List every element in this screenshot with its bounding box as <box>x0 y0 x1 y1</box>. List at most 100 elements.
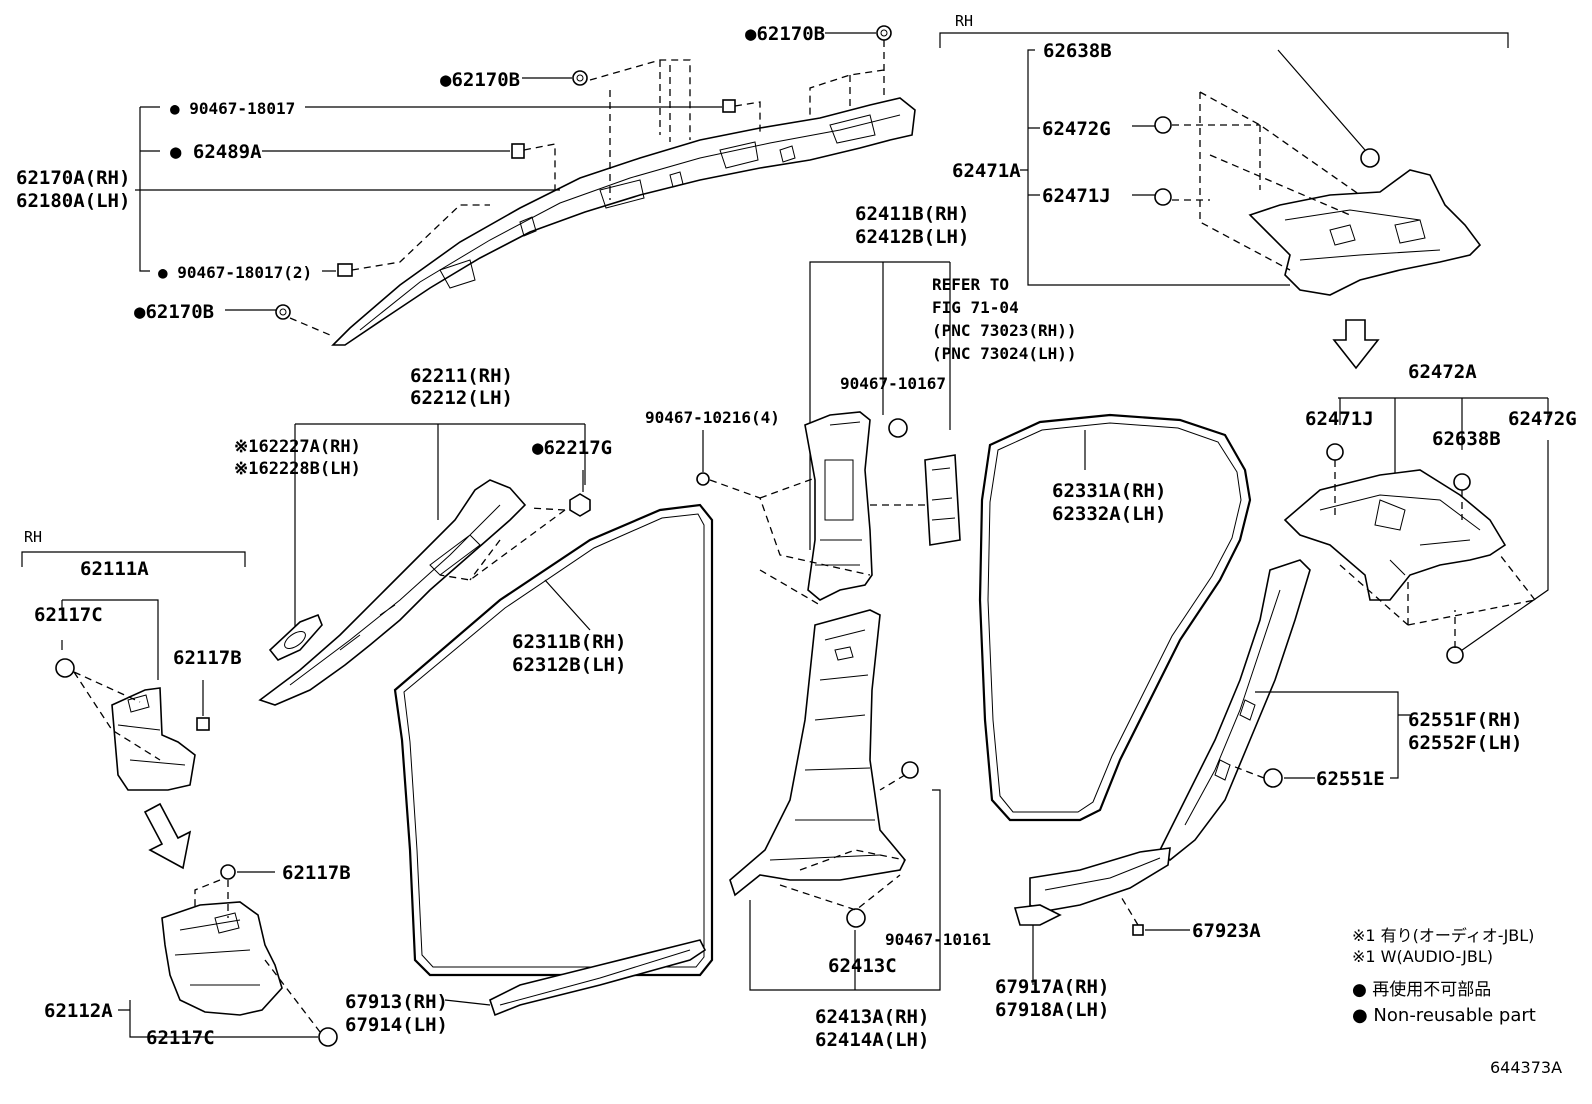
label-67913-RH: 67913(RH) <box>345 991 448 1013</box>
quarter-lower-trim-62551F <box>1159 559 1410 862</box>
clip-62471J-b <box>1326 443 1344 461</box>
clip-62472G-b <box>1446 646 1464 664</box>
clip-90467-10216 <box>696 472 710 486</box>
front-door-weatherstrip <box>393 503 714 977</box>
roof-side-garnish <box>331 97 916 346</box>
rear-door-weatherstrip <box>978 413 1252 822</box>
label-62111A: 62111A <box>80 558 149 580</box>
legend-nonreusable-ja: ● 再使用不可部品 <box>1352 979 1491 1000</box>
center-pillar-assembly <box>696 261 961 991</box>
label-62412B-LH: 62412B(LH) <box>855 226 969 248</box>
label-62227A-RH: ※162227A(RH) <box>234 437 361 457</box>
clip-62170B-mid <box>572 70 588 86</box>
rh-bracket-left <box>21 551 246 567</box>
label-62212-LH: 62212(LH) <box>410 387 513 409</box>
label-62638B-b: 62638B <box>1432 428 1501 450</box>
label-62472G-top: 62472G <box>1042 118 1111 140</box>
label-62414A-LH: 62414A(LH) <box>815 1029 929 1051</box>
clip-62551E <box>1263 768 1283 788</box>
legend-note1-ja: ※1 有り(オーディオ-JBL) <box>1352 926 1534 945</box>
clip-67923A <box>1132 924 1144 936</box>
label-62413A-RH: 62413A(RH) <box>815 1006 929 1028</box>
arrow-down <box>143 802 192 870</box>
label-62552F-LH: 62552F(LH) <box>1408 732 1522 754</box>
label-62217G: ●62217G <box>532 437 612 459</box>
label-62471J-b: 62471J <box>1305 408 1374 430</box>
roof-side-garnish-assembly <box>135 25 916 346</box>
arrow-down-right <box>1332 319 1380 370</box>
label-rh-left: RH <box>24 528 42 546</box>
cowl-side-trim-assembly <box>21 551 338 1047</box>
figure-code: 644373A <box>1490 1058 1562 1077</box>
label-62471J-top: 62471J <box>1042 185 1111 207</box>
label-62117B-a: 62117B <box>173 647 242 669</box>
label-62332A-LH: 62332A(LH) <box>1052 503 1166 525</box>
label-90467-18017: ● 90467-18017 <box>170 99 295 118</box>
label-62471A: 62471A <box>952 160 1021 182</box>
label-62180A-LH: 62180A(LH) <box>16 190 130 212</box>
speaker-grille-62227A <box>268 613 323 661</box>
label-62311B-RH: 62311B(RH) <box>512 631 626 653</box>
label-90467-10161: 90467-10161 <box>885 930 991 949</box>
clip-62117C-a <box>55 658 75 678</box>
label-62413C: 62413C <box>828 955 897 977</box>
label-62638B-top: 62638B <box>1043 40 1112 62</box>
label-62117C-a: 62117C <box>34 604 103 626</box>
clip-62170B-low <box>275 304 291 320</box>
label-refer-2: FIG 71-04 <box>932 298 1019 317</box>
label-90467-10216: 90467-10216(4) <box>645 408 780 427</box>
rear-scuff-plate <box>1013 847 1190 985</box>
rh-bracket-top <box>939 32 1509 48</box>
label-refer-4: (PNC 73024(LH)) <box>932 344 1077 363</box>
label-62551E: 62551E <box>1316 768 1385 790</box>
label-62472G-b: 62472G <box>1508 408 1577 430</box>
clip-62638B-b <box>1453 473 1471 491</box>
center-pillar-upper-garnish <box>804 411 873 601</box>
label-62472A: 62472A <box>1408 361 1477 383</box>
clip-62117B-a <box>196 717 210 731</box>
quarter-upper-garnish-assembly <box>939 32 1509 370</box>
clip-62472G-top <box>1154 116 1172 134</box>
label-refer-3: (PNC 73023(RH)) <box>932 321 1077 340</box>
label-90467-18017-2: ● 90467-18017(2) <box>158 263 312 282</box>
front-pillar-garnish-assembly <box>258 423 591 706</box>
garnish-62472A <box>1283 469 1507 601</box>
label-62331A-RH: 62331A(RH) <box>1052 480 1166 502</box>
label-90467-10167: 90467-10167 <box>840 374 946 393</box>
label-62170B-mid: ●62170B <box>440 69 520 91</box>
clip-90467-10167 <box>888 418 908 438</box>
label-refer-1: REFER TO <box>932 275 1009 294</box>
cowl-side-trim-62111A <box>111 687 196 791</box>
clip-62471J-top <box>1154 188 1172 206</box>
label-62170A-RH: 62170A(RH) <box>16 167 130 189</box>
legend-note1-en: ※1 W(AUDIO-JBL) <box>1352 947 1493 966</box>
clip-62117B-b <box>220 864 236 880</box>
clip-62170B-top <box>876 25 892 41</box>
clip-90467-10161 <box>901 761 919 779</box>
label-67914-LH: 67914(LH) <box>345 1014 448 1036</box>
clip-90467-18017-2 <box>337 263 353 277</box>
label-rh-top: RH <box>955 12 973 30</box>
clip-90467-18017 <box>722 99 736 113</box>
center-pillar-lower-garnish <box>729 609 906 897</box>
garnish-62472A-assembly <box>1283 397 1549 664</box>
label-67923A: 67923A <box>1192 920 1261 942</box>
label-62211-RH: 62211(RH) <box>410 365 513 387</box>
clip-62413C <box>846 908 866 928</box>
label-62489A: ● 62489A <box>170 141 262 163</box>
label-62170B-top: ●62170B <box>745 23 825 45</box>
clip-62117C-b <box>318 1027 338 1047</box>
label-62117C-b: 62117C <box>146 1027 215 1049</box>
cowl-side-trim-62112A <box>161 901 283 1016</box>
clip-62638B-top <box>1360 148 1380 168</box>
front-scuff-plate <box>444 939 707 1017</box>
quarter-upper-garnish <box>1248 169 1482 296</box>
label-62312B-LH: 62312B(LH) <box>512 654 626 676</box>
label-62411B-RH: 62411B(RH) <box>855 203 969 225</box>
legend-nonreusable-en: ● Non-reusable part <box>1352 1005 1536 1026</box>
label-62112A: 62112A <box>44 1000 113 1022</box>
label-62117B-b: 62117B <box>282 862 351 884</box>
clip-62217G <box>569 493 591 517</box>
